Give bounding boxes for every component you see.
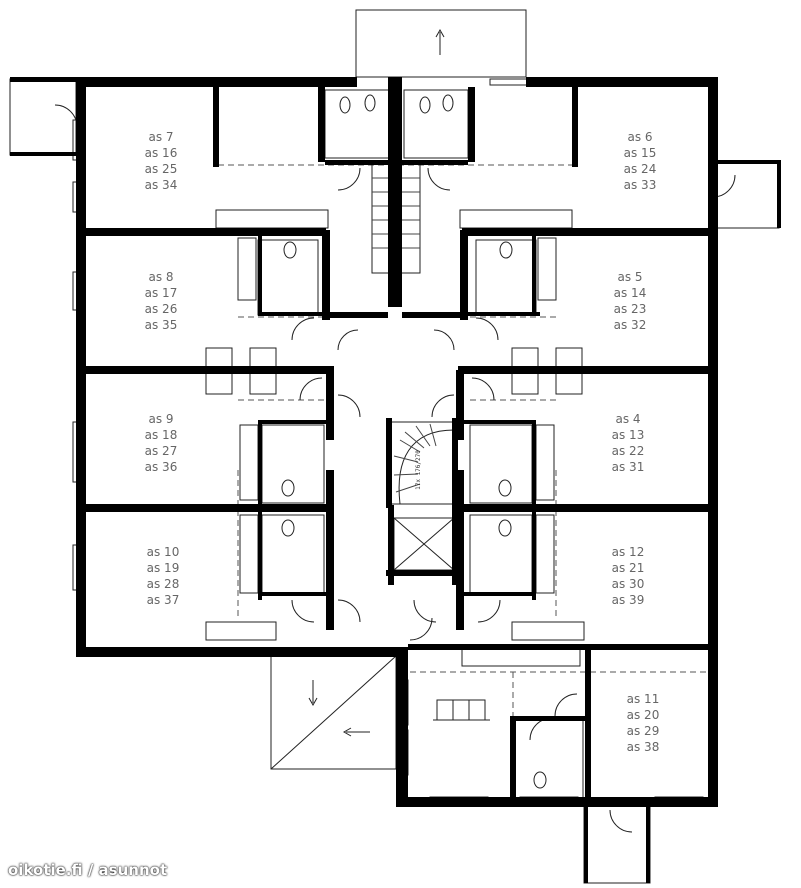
kitchen-counter bbox=[461, 647, 581, 667]
unit-label-11: as 11 as 20 as 29 as 38 bbox=[627, 692, 660, 754]
unit-line: as 18 bbox=[145, 428, 178, 442]
unit-line: as 7 bbox=[148, 130, 173, 144]
unit-line: as 15 bbox=[624, 146, 657, 160]
unit-line: as 25 bbox=[145, 162, 178, 176]
bottom-right-balcony bbox=[583, 804, 651, 884]
unit-line: as 4 bbox=[615, 412, 640, 426]
unit-label-10: as 10 as 19 as 28 as 37 bbox=[147, 545, 180, 607]
unit-line: as 14 bbox=[614, 286, 647, 300]
unit-line: as 33 bbox=[624, 178, 657, 192]
unit-line: as 20 bbox=[627, 708, 660, 722]
unit-label-6: as 6 as 15 as 24 as 33 bbox=[624, 130, 657, 192]
walls bbox=[10, 77, 781, 883]
unit-line: as 22 bbox=[612, 444, 645, 458]
unit-line: as 31 bbox=[612, 460, 645, 474]
unit-line: as 27 bbox=[145, 444, 178, 458]
unit-label-7: as 7 as 16 as 25 as 34 bbox=[145, 130, 178, 192]
unit-label-9: as 9 as 18 as 27 as 36 bbox=[145, 412, 178, 474]
unit-line: as 8 bbox=[148, 270, 173, 284]
unit-line: as 30 bbox=[612, 577, 645, 591]
unit-line: as 32 bbox=[614, 318, 647, 332]
unit-line: as 28 bbox=[147, 577, 180, 591]
unit-line: as 19 bbox=[147, 561, 180, 575]
unit-line: as 35 bbox=[145, 318, 178, 332]
unit-line: as 38 bbox=[627, 740, 660, 754]
left-balcony bbox=[9, 78, 77, 156]
top-canopy bbox=[355, 9, 527, 78]
kitchen-counter bbox=[237, 237, 257, 301]
kitchen-counter bbox=[459, 209, 573, 229]
unit-line: as 11 bbox=[627, 692, 660, 706]
unit-line: as 9 bbox=[148, 412, 173, 426]
kitchen-counter bbox=[537, 237, 557, 301]
unit-line: as 6 bbox=[627, 130, 652, 144]
unit-label-5: as 5 as 14 as 23 as 32 bbox=[614, 270, 647, 332]
watermark: oikotie.fi / asunnot bbox=[8, 861, 168, 879]
unit-line: as 5 bbox=[617, 270, 642, 284]
unit-line: as 26 bbox=[145, 302, 178, 316]
unit-line: as 39 bbox=[612, 593, 645, 607]
unit-line: as 23 bbox=[614, 302, 647, 316]
unit-line: as 37 bbox=[147, 593, 180, 607]
kitchen-counter bbox=[239, 514, 259, 594]
unit-line: as 13 bbox=[612, 428, 645, 442]
unit-line: as 24 bbox=[624, 162, 657, 176]
unit-line: as 12 bbox=[612, 545, 645, 559]
unit-line: as 16 bbox=[145, 146, 178, 160]
thin-lines bbox=[9, 9, 780, 884]
right-balcony bbox=[714, 161, 780, 229]
unit-line: as 29 bbox=[627, 724, 660, 738]
kitchen-counter bbox=[239, 424, 259, 501]
unit-label-8: as 8 as 17 as 26 as 35 bbox=[145, 270, 178, 332]
unit-line: as 34 bbox=[145, 178, 178, 192]
unit-line: as 36 bbox=[145, 460, 178, 474]
stair-note: 17x 176/270 bbox=[415, 450, 422, 490]
unit-line: as 10 bbox=[147, 545, 180, 559]
kitchen-counter bbox=[215, 209, 329, 229]
kitchen-counter bbox=[535, 514, 555, 594]
unit-label-4: as 4 as 13 as 22 as 31 bbox=[612, 412, 645, 474]
unit-line: as 21 bbox=[612, 561, 645, 575]
unit-line: as 17 bbox=[145, 286, 178, 300]
unit-label-12: as 12 as 21 as 30 as 39 bbox=[612, 545, 645, 607]
kitchen-counter bbox=[535, 424, 555, 501]
